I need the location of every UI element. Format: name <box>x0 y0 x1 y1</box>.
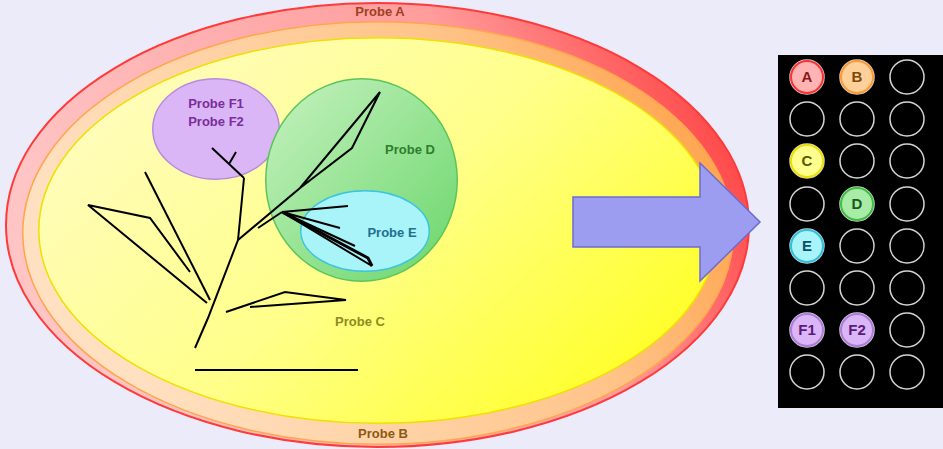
plate-well: E <box>790 229 824 263</box>
empty-well <box>840 187 874 221</box>
plate-well: F1 <box>790 313 824 347</box>
probe-label: Probe E <box>367 226 416 241</box>
empty-well <box>840 60 874 94</box>
empty-well <box>890 187 924 221</box>
empty-well <box>840 102 874 136</box>
probe-region: Probe BProbe CProbe F1Probe F2Probe DPro… <box>22 21 734 445</box>
probe-label: Probe C <box>335 315 385 330</box>
well-label: D <box>852 195 863 212</box>
plate-well: F2 <box>840 313 874 347</box>
empty-well <box>890 355 924 389</box>
empty-wells <box>790 60 924 389</box>
probe-region: Probe C Probe F1 Probe F2 Probe D Probe E <box>38 37 718 424</box>
plate-well: B <box>840 60 874 94</box>
probe-region: Probe E <box>300 190 430 272</box>
probe-region: Probe F1 Probe F2 <box>152 78 280 180</box>
empty-well <box>790 271 824 305</box>
empty-well <box>840 144 874 178</box>
well-label: F1 <box>798 321 816 338</box>
probe-region: Probe AProbe BProbe CProbe F1Probe F2Pro… <box>5 2 750 448</box>
empty-well <box>840 229 874 263</box>
probe-label: Probe F2 <box>188 115 244 130</box>
probe-region: Probe D Probe E <box>265 78 458 282</box>
empty-well <box>890 271 924 305</box>
plate-well: D <box>840 187 874 221</box>
empty-well <box>790 229 824 263</box>
empty-well <box>790 187 824 221</box>
probe-label: Probe D <box>385 143 435 158</box>
plate-body <box>778 55 943 408</box>
well-label: B <box>852 68 863 85</box>
empty-well <box>840 355 874 389</box>
empty-well <box>890 313 924 347</box>
plate-well: C <box>790 144 824 178</box>
well-label: E <box>802 237 812 254</box>
region-outline <box>152 78 280 180</box>
empty-well <box>890 60 924 94</box>
empty-well <box>790 144 824 178</box>
block-arrow <box>573 163 760 281</box>
empty-well <box>790 60 824 94</box>
probe-label: Probe B <box>358 427 408 442</box>
empty-well <box>890 102 924 136</box>
plate-well: A <box>790 60 824 94</box>
empty-well <box>890 229 924 263</box>
well-label: C <box>802 152 813 169</box>
probe-label: Probe A <box>355 5 404 20</box>
probe-label: Probe F1 <box>188 97 244 112</box>
empty-well <box>790 355 824 389</box>
empty-well <box>790 313 824 347</box>
well-label: A <box>802 68 813 85</box>
region-outline <box>265 78 458 282</box>
well-label: F2 <box>848 321 866 338</box>
empty-well <box>840 271 874 305</box>
empty-well <box>840 313 874 347</box>
empty-well <box>890 144 924 178</box>
empty-well <box>790 102 824 136</box>
